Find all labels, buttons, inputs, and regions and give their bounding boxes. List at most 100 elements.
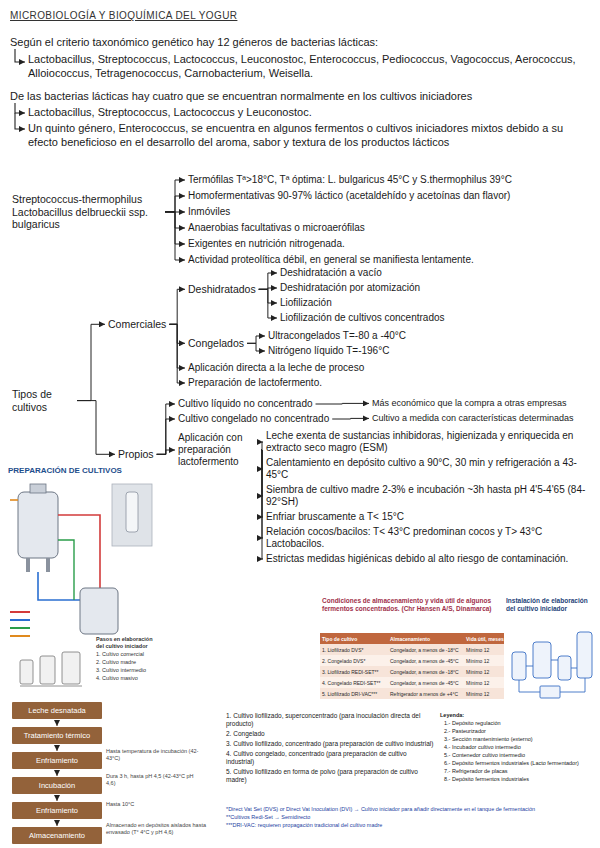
table-cell: Congelador, a menos de -18°C (390, 668, 459, 676)
node-text: Termófilas Tª>18°C, Tª óptima: L. bulgar… (188, 174, 512, 186)
tree-item: Tipos de cultivos (12, 388, 74, 413)
node-text: Cultivo a medida con características det… (372, 413, 574, 424)
table-cell: Refrigerador a menos de +4°C (390, 690, 458, 698)
note-text: Un quinto género, Enterococcus, se encue… (28, 122, 593, 150)
table-background (320, 633, 504, 699)
node-text: Homofermentativas 90-97% láctico (acetal… (188, 190, 510, 202)
node-text: Aplicación con preparación lactofermento (178, 432, 258, 468)
note-text: 5.- Contenedor cultivo intermedio (444, 752, 525, 759)
table-cell: Mínimo 12 (466, 690, 489, 698)
starter-plant-illustration (512, 632, 592, 698)
node-text: Cultivo congelado no concentrado (178, 413, 329, 425)
tree-item: Aplicación con preparación lactofermento (178, 432, 258, 468)
node-text: Cultivo líquido no concentrado (178, 398, 313, 410)
branch-arrow (157, 404, 175, 454)
culture-plant-illustration (4, 478, 160, 697)
flow-arrow (57, 820, 58, 826)
node-text: Aplicación directa a la leche de proceso (188, 362, 364, 374)
flow-arrow (57, 770, 58, 776)
process-box: Enfriamiento (12, 802, 102, 819)
note-text: Condiciones de almacenamiento y vida úti… (322, 597, 500, 613)
node-text: Ultracongelados T=-80 a -40°C (268, 330, 406, 342)
tree-item: Enfriar bruscamente a T< 15°C (266, 511, 404, 523)
note-text: 5. Cultivo liofilizado en forma de polvo… (226, 768, 434, 784)
node-text: Exigentes en nutrición nitrogenada. (188, 238, 345, 250)
note-text: *Direct Vat Set (DVS) or Direct Vat Inoc… (226, 806, 535, 813)
node-text: Leche desnatada (28, 706, 86, 715)
tree-item: Cultivo congelado no concentrado (178, 413, 329, 425)
table-cell: Congelador, a menos de -45°C (390, 657, 459, 665)
tree-item: Termófilas Tª>18°C, Tª óptima: L. bulgar… (188, 174, 512, 186)
note-text: Dura 3 h, hasta pH 4,5 (42-43°C pH 4,6) (106, 773, 201, 787)
tree-item: Actividad proteolítica débil, en general… (188, 254, 474, 266)
node-text: Liofilización (280, 297, 332, 309)
process-box: Tratamiento térmico (12, 727, 102, 744)
branch-arrow (157, 450, 175, 454)
note-text: Instalación de elaboración del cultivo i… (506, 597, 596, 613)
note-text: Lactobacillus, Streptococcus, Lactococcu… (28, 106, 312, 120)
node-text: Calentamiento en depósito cultivo a 90°C… (266, 457, 592, 481)
note-text: Hasta temperatura de incubación (42-43°C… (106, 748, 201, 762)
process-box: Incubación (12, 777, 102, 794)
note-text: Según el criterio taxonómico genético ha… (10, 36, 378, 50)
note-text: 4. Cultivo masivo (96, 675, 138, 682)
branch-arrow (165, 212, 185, 260)
note-text: 2.- Pasteurizador (444, 728, 486, 735)
tree-item: Cultivo a medida con características det… (372, 413, 574, 424)
process-box: Almacenamiento (12, 827, 102, 844)
branch-arrow (332, 418, 369, 420)
branch-arrow (261, 450, 263, 559)
note-text: 1. Cultivo comercial (96, 651, 144, 658)
note-text: 6.- Depósito fermentos industriales (Lac… (444, 760, 579, 767)
node-text: Leche exenta de sustancias inhibidoras, … (266, 430, 592, 454)
tree-item: Deshidratación por atomización (280, 282, 420, 294)
tree-item: Anaerobias facultativas o microaerófilas (188, 222, 365, 234)
note-text: Hasta 10°C (106, 801, 134, 808)
node-text: Enfriamiento (36, 806, 78, 815)
table-cell: 4. Congelado REDI-SET** (322, 679, 380, 687)
table-cell: Mínimo 12 (466, 668, 489, 676)
branch-arrow (169, 289, 185, 324)
note-text: ***DRI-VAC: requieren propagación tradic… (226, 822, 382, 829)
branch-arrow (247, 343, 265, 351)
note-text: 8.- Depósito fermentos industriales (444, 776, 529, 783)
branch-arrow (316, 403, 369, 405)
note-text: 3. Cultivo intermedio (96, 667, 146, 674)
flow-arrow (57, 795, 58, 801)
node-text: Siembra de cultivo madre 2-3% e incubaci… (266, 484, 592, 508)
table-cell: Tipo de cultivo (322, 635, 357, 643)
tree-item: Calentamiento en depósito cultivo a 90°C… (266, 457, 592, 481)
branch-arrow (157, 419, 175, 454)
note-text: 7.- Refrigerador de placas (444, 768, 508, 775)
hook-arrow (15, 103, 25, 113)
note-text: 2. Congelado (226, 730, 265, 738)
tree-item: Inmóviles (188, 206, 230, 218)
tree-item: Aplicación directa a la leche de proceso (188, 362, 364, 374)
tree-item: Liofilización (280, 297, 332, 309)
node-text: Deshidratación por atomización (280, 282, 420, 294)
table-cell: 5. Liofilizado DRI-VAC*** (322, 690, 377, 698)
branch-arrow (259, 289, 277, 318)
tree-item: Propios (118, 448, 154, 461)
note-text: 4. Cultivo congelado, concentrado (para … (226, 750, 434, 766)
note-text: **Cultivos Redi-Set → Semidirecto (226, 814, 310, 821)
node-text: Enfriar bruscamente a T< 15°C (266, 511, 404, 523)
tree-item: Comerciales (108, 318, 166, 331)
table-cell: Mínimo 12 (466, 646, 489, 654)
node-text: Liofilización de cultivos concentrados (280, 312, 445, 324)
node-text: Tratamiento térmico (24, 731, 90, 740)
node-text: Deshidratados (188, 283, 256, 296)
tree-item: Deshidratación a vacío (280, 267, 382, 279)
branch-arrow (77, 401, 115, 455)
tree-item: Relación cocos/bacilos: T< 43°C predomin… (266, 526, 592, 550)
branch-arrow (165, 180, 185, 212)
node-text: Actividad proteolítica débil, en general… (188, 254, 474, 266)
tree-item: Ultracongelados T=-80 a -40°C (268, 330, 406, 342)
table-cell: Congelador, a menos de -18°C (390, 646, 459, 654)
note-text: 2. Cultivo madre (96, 659, 136, 666)
tree-item: Deshidratados (188, 283, 256, 296)
node-text: Inmóviles (188, 206, 230, 218)
node-text: Enfriamiento (36, 756, 78, 765)
table-cell: Mínimo 12 (466, 679, 489, 687)
